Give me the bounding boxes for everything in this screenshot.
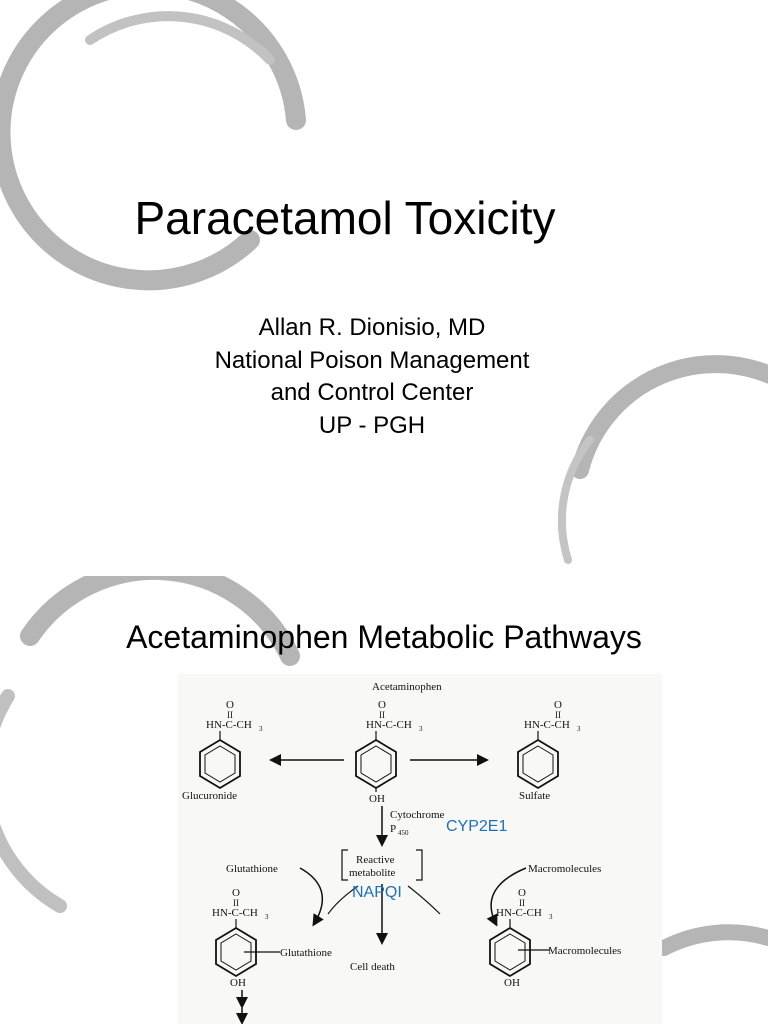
brush-circle-left xyxy=(20,576,300,666)
hydroxyl-center: OH xyxy=(369,793,385,805)
organization-line-1: National Poison Management xyxy=(214,346,530,374)
svg-text:II: II xyxy=(227,710,233,720)
metabolite-label: metabolite xyxy=(349,867,396,879)
macromolecules-adduct-label: Macromolecules xyxy=(548,945,621,957)
slide-title: Paracetamol Toxicity Allan R. Dionisio, … xyxy=(0,0,768,564)
napqi-annotation: NAPQI xyxy=(352,884,402,901)
acetaminophen-label: Acetaminophen xyxy=(372,681,442,693)
amide-bottom-left: HN-C-CH xyxy=(212,907,258,919)
svg-text:O: O xyxy=(232,887,240,899)
svg-text:3: 3 xyxy=(265,913,269,921)
slide-metabolic-pathways: Acetaminophen Metabolic Pathways Acetami… xyxy=(0,576,768,1024)
svg-text:OH: OH xyxy=(230,977,246,989)
brush-circle-large-inner xyxy=(85,11,275,65)
macromolecules-reagent-label: Macromolecules xyxy=(528,863,601,875)
brush-circle-right-thin xyxy=(557,436,594,564)
reactive-label: Reactive xyxy=(356,854,395,866)
svg-text:O: O xyxy=(226,699,234,711)
amide-right: HN-C-CH xyxy=(524,719,570,731)
decorative-circles-2 xyxy=(0,576,768,956)
brush-circle-large xyxy=(0,0,306,291)
p450-sub: 450 xyxy=(398,829,409,837)
slide-2-title: Acetaminophen Metabolic Pathways xyxy=(126,619,642,655)
decorative-circles xyxy=(0,0,768,564)
pathway-figure: Acetaminophen O II HN-C-CH 3 OH O II HN-… xyxy=(182,681,621,1024)
amide-center: HN-C-CH xyxy=(366,719,412,731)
glucuronide-label: Glucuronide xyxy=(182,790,237,802)
svg-text:OH: OH xyxy=(504,977,520,989)
arrow-glutathione-conjugation xyxy=(299,867,324,927)
svg-text:II: II xyxy=(519,898,525,908)
benzene-ring-center xyxy=(355,738,397,790)
svg-text:3: 3 xyxy=(577,725,581,733)
organization-line-2: and Control Center xyxy=(270,379,474,406)
cyp2e1-annotation: CYP2E1 xyxy=(446,818,508,835)
benzene-ring-bottom-left xyxy=(215,926,257,978)
amide-left: HN-C-CH xyxy=(206,719,252,731)
benzene-ring-left xyxy=(199,738,241,790)
svg-text:O: O xyxy=(518,887,526,899)
slide-title-text: Paracetamol Toxicity xyxy=(134,192,556,244)
carbonyl-o-center: O xyxy=(378,699,386,711)
presenter-info: Allan R. Dionisio, MD National Poison Ma… xyxy=(0,312,744,442)
svg-text:3: 3 xyxy=(259,725,263,733)
brush-circle-bottom-right xyxy=(656,924,768,956)
glutathione-conjugate-label: Glutathione xyxy=(280,947,332,959)
benzene-ring-bottom-right xyxy=(489,926,531,978)
p450-label: P xyxy=(390,823,396,835)
sulfate-label: Sulfate xyxy=(519,790,550,802)
metabolic-pathway-diagram: Acetaminophen O II HN-C-CH 3 OH O II HN-… xyxy=(178,674,662,1024)
amide-center-sub: 3 xyxy=(419,725,423,733)
benzene-ring-right xyxy=(517,738,559,790)
svg-text:II: II xyxy=(555,710,561,720)
svg-text:II: II xyxy=(379,710,385,720)
cytochrome-label: Cytochrome xyxy=(390,809,444,821)
svg-text:3: 3 xyxy=(549,913,553,921)
amide-bottom-right: HN-C-CH xyxy=(496,907,542,919)
svg-text:II: II xyxy=(233,898,239,908)
glutathione-reagent-label: Glutathione xyxy=(226,863,278,875)
arrow-macromolecule-binding xyxy=(486,867,527,927)
brush-circle-left-lower xyxy=(0,689,67,913)
svg-text:O: O xyxy=(554,699,562,711)
institution: UP - PGH xyxy=(318,411,426,439)
presenter-name: Allan R. Dionisio, MD xyxy=(258,314,486,341)
cell-death-label: Cell death xyxy=(350,961,395,973)
